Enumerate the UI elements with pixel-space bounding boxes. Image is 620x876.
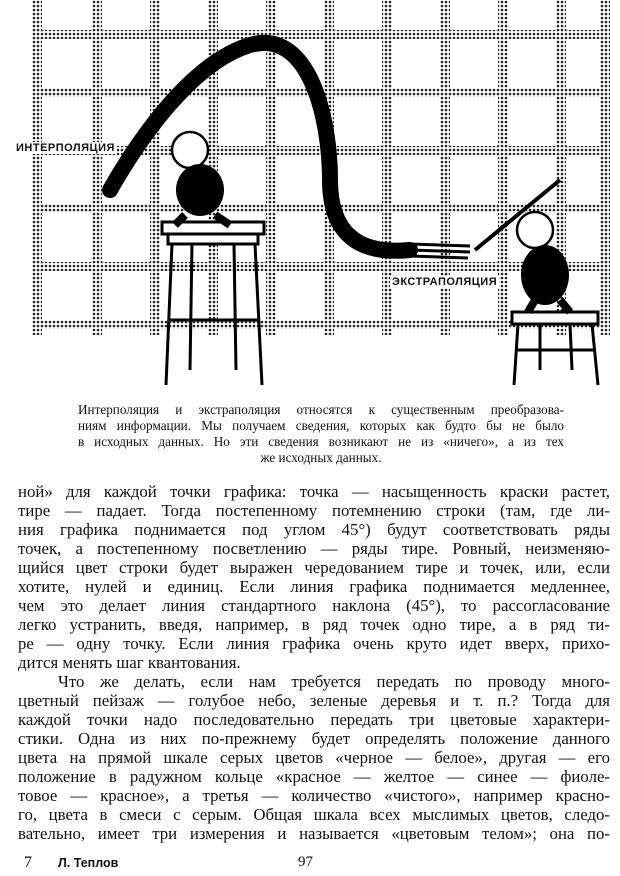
- extrapolated-brush-strokes: [409, 242, 471, 260]
- text-line: чем это делает линия стандартного наклон…: [18, 596, 610, 615]
- text-line: ной» для каждой точки графика: точка — н…: [18, 482, 610, 501]
- text-line: каждой точки надо последовательно переда…: [18, 710, 610, 729]
- cartoon-drawing: [32, 0, 610, 386]
- signature-author: Л. Теплов: [58, 856, 119, 870]
- text-line: цветный пейзаж — голубое небо, зеленые д…: [18, 691, 610, 710]
- label-interpolation: ИНТЕРПОЛЯЦИЯ: [14, 142, 117, 154]
- text-line: Что же делать, если нам требуется переда…: [58, 672, 610, 691]
- left-character: [170, 130, 233, 229]
- text-line: легко устранить, введя, например, в ряд …: [18, 615, 610, 634]
- signature-number: 7: [24, 854, 32, 871]
- illustration-interpolation-extrapolation: ИНТЕРПОЛЯЦИЯ ЭКСТРАПОЛЯЦИЯ: [0, 0, 620, 395]
- text-line: точек, а постепенному посветлению — ряды…: [18, 539, 610, 558]
- text-line: товое — красное», а третья — количество …: [18, 786, 610, 805]
- label-extrapolation: ЭКСТРАПОЛЯЦИЯ: [390, 276, 500, 288]
- brush-handle: [473, 178, 562, 252]
- page-footer: 7 Л. Теплов 97: [0, 854, 620, 874]
- text-line: вательно, имеет три измерения и называет…: [18, 824, 610, 843]
- caption-line: Интерполяция и экстраполяция относятся к…: [78, 402, 564, 417]
- text-line: положение в радужном кольце «красное — ж…: [18, 767, 610, 786]
- text-line: ния графика поднимается под углом 45°) б…: [18, 520, 610, 539]
- text-line: тире — падает. Тогда постепенному потемн…: [18, 501, 610, 520]
- caption-line: ниям информации. Мы получаем сведения, к…: [78, 418, 564, 433]
- paragraph-2: Что же делать, если нам требуется переда…: [18, 672, 610, 843]
- page-number: 97: [298, 854, 313, 870]
- text-line: го, цвета в смеси с серым. Общая шкала в…: [18, 805, 610, 824]
- paragraph-1: ной» для каждой точки графика: точка — н…: [18, 482, 610, 672]
- text-line: стики. Одна из них по-прежнему будет опр…: [18, 729, 610, 748]
- graph-curve: [102, 35, 418, 259]
- text-line: ре — одну точку. Если линия графика очен…: [18, 634, 610, 653]
- figure-caption: Интерполяция и экстраполяция относятся к…: [78, 402, 564, 466]
- text-line: дится менять шаг квантования.: [18, 653, 241, 672]
- right-stool: [510, 310, 600, 386]
- caption-line: в исходных данных. Но эти сведения возни…: [78, 434, 564, 449]
- right-character: [515, 210, 574, 315]
- body-text: ной» для каждой точки графика: точка — н…: [18, 482, 610, 843]
- text-line: хотите, нулей и единиц. Если линия графи…: [18, 577, 610, 596]
- text-line: щийся цвет строки будет выражен чередова…: [18, 558, 610, 577]
- caption-line: же исходных данных.: [260, 450, 382, 465]
- left-stool: [160, 220, 266, 386]
- text-line: цвета на прямой шкале серых цветов «черн…: [18, 748, 610, 767]
